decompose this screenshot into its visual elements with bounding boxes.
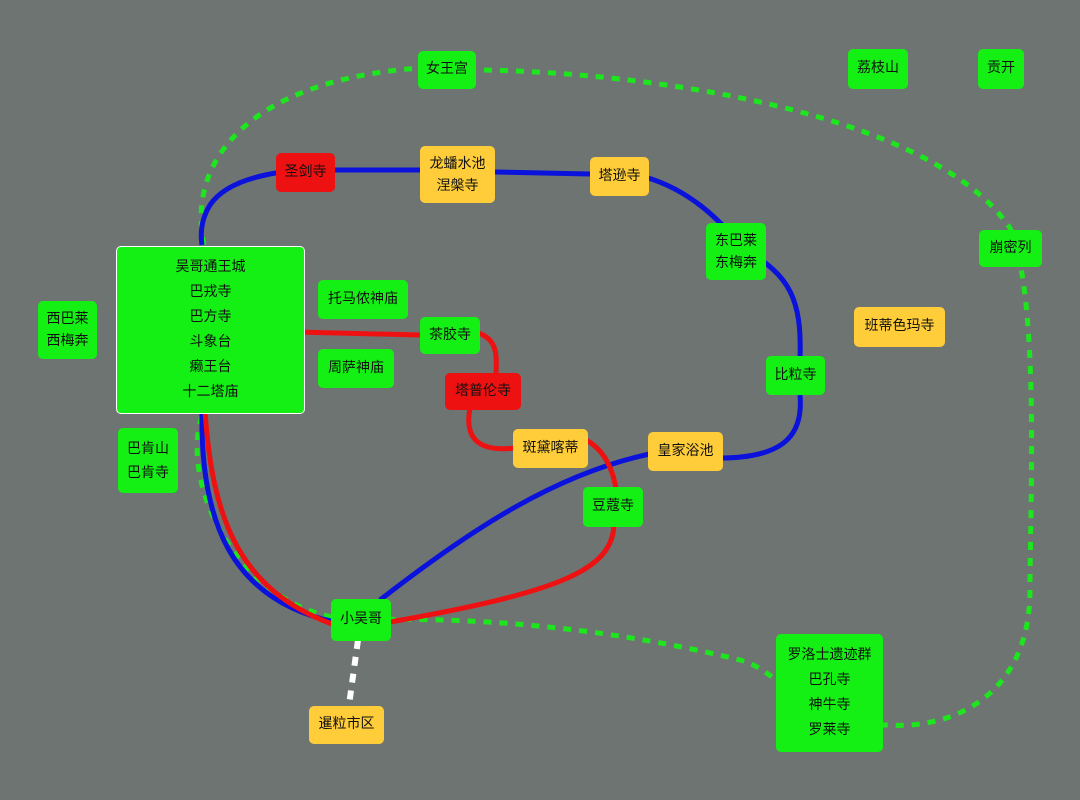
site-biliisi[interactable]: 比粒寺 [766,356,825,395]
site-nuwanggong[interactable]: 女王宫 [418,51,476,89]
site-xiaowuge[interactable]: 小吴哥 [331,599,391,641]
site-label-line: 巴肯山 [127,440,169,457]
site-longpanshuichi[interactable]: 龙蟠水池 涅槃寺 [420,146,495,203]
site-label: 崩密列 [989,239,1032,256]
site-label: 贡开 [987,60,1015,77]
site-label: 茶胶寺 [429,326,471,343]
site-label: 比粒寺 [774,366,817,383]
site-doukousi[interactable]: 豆蔻寺 [583,487,643,527]
site-label: 豆蔻寺 [592,498,634,515]
site-label-line: 巴方寺 [189,309,232,325]
site-label: 小吴哥 [340,611,382,628]
site-label: 周萨神庙 [328,359,384,376]
site-dongbalai[interactable]: 东巴莱 东梅奔 [706,223,766,280]
site-label-line: 斗象台 [189,334,232,350]
site-label: 圣剑寺 [284,163,327,180]
site-label-line: 癞王台 [189,359,232,375]
site-wugetong[interactable]: 吴哥通王城 巴戎寺 巴方寺 斗象台 癞王台 十二塔庙 [116,246,305,414]
site-label-line: 巴戎寺 [189,284,232,300]
route-dotted-white [346,639,361,706]
site-label: 班蒂色玛寺 [864,318,935,335]
route-blue [198,167,803,625]
site-taxunsi[interactable]: 塔逊寺 [590,157,649,196]
site-label: 皇家浴池 [657,442,714,459]
site-label-line: 罗洛士遗迹群 [787,647,872,663]
site-label-line: 东巴莱 [715,232,757,249]
site-label-line: 十二塔庙 [182,384,239,400]
site-zhousa[interactable]: 周萨神庙 [318,349,394,388]
site-label-line: 西梅奔 [46,333,89,349]
site-label: 斑黛喀蒂 [522,439,579,456]
site-label-line: 罗莱寺 [808,722,851,738]
site-label: 塔普伦寺 [455,382,511,399]
site-label: 塔逊寺 [598,167,641,184]
site-label-line: 巴孔寺 [808,672,851,688]
site-label-line: 西巴莱 [46,311,89,327]
site-label-line: 巴肯寺 [127,464,169,481]
site-lizhishan[interactable]: 荔枝山 [848,49,908,89]
route-red [202,329,620,627]
site-label-line: 龙蟠水池 [429,155,486,172]
site-bengmilie[interactable]: 崩密列 [979,230,1042,267]
site-label-line: 东梅奔 [715,254,757,271]
site-xianlishiqu[interactable]: 暹粒市区 [309,706,384,744]
site-bakenshan[interactable]: 巴肯山 巴肯寺 [118,428,178,493]
site-xibalai[interactable]: 西巴莱 西梅奔 [38,301,97,359]
site-luoluoshi[interactable]: 罗洛士遗迹群 巴孔寺 神牛寺 罗莱寺 [776,634,883,752]
site-shengjiansi[interactable]: 圣剑寺 [276,153,335,192]
site-tuomayi[interactable]: 托马侬神庙 [318,280,408,319]
site-huangjiayuchi[interactable]: 皇家浴池 [648,432,723,471]
site-label: 荔枝山 [857,60,899,77]
site-chajiaosi[interactable]: 茶胶寺 [420,317,480,354]
site-label-line: 吴哥通王城 [175,259,246,275]
site-bandaikadi[interactable]: 斑黛喀蒂 [513,429,588,468]
site-label: 暹粒市区 [318,716,375,733]
site-label: 托马侬神庙 [328,290,398,307]
route-dotted-green [194,65,1035,728]
site-bandiseima[interactable]: 班蒂色玛寺 [854,307,945,347]
site-label: 女王宫 [426,61,468,78]
site-label-line: 神牛寺 [808,697,851,713]
site-gongkai[interactable]: 贡开 [978,49,1024,89]
site-tapulunsi[interactable]: 塔普伦寺 [445,373,521,410]
site-label-line: 涅槃寺 [436,177,479,194]
